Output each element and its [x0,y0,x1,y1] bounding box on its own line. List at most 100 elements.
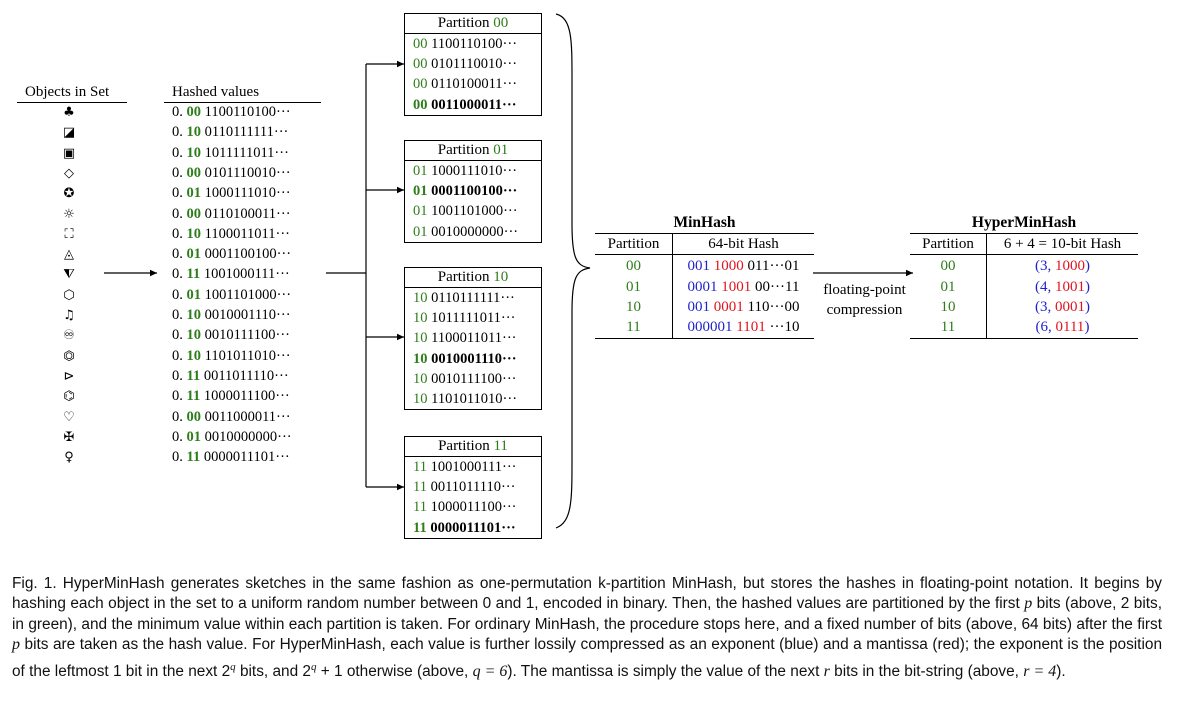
minhash-partition: 10 [595,297,673,318]
partition-min-row: 00 0011000011··· [405,95,541,115]
hashed-value-row: 0. 01 0001100100··· [172,246,291,262]
minhash-hash: 000001 1101 ···10 [673,318,815,338]
hashed-value-row: 0. 00 0011000011··· [172,409,291,425]
hyperminhash-col-hash: 6 + 4 = 10-bit Hash [1003,235,1122,252]
hyperminhash-table: Partition 6 + 4 = 10-bit Hash 00(3, 1000… [910,233,1138,339]
partition-value: 1100011011··· [431,330,517,347]
hyperminhash-partition: 10 [910,297,987,318]
hash-prefix: 0. [172,104,183,120]
hashed-value-row: 0. 00 0101110010··· [172,165,291,181]
connector-lines [104,13,913,529]
partition-bits: 00 [413,36,428,52]
diamond-outline-icon: ◇ [64,165,74,181]
double-hexagon-icon: ⌬ [63,389,75,405]
partition-title: Partition 00 [405,14,541,34]
partition-bits: 01 [186,286,202,303]
minhash-hash: 0001 1001 00···11 [673,278,815,298]
hash-prefix: 0. [172,205,183,222]
partition-bits: 01 [186,185,202,202]
partition-title-id: 00 [493,15,509,31]
partition-bits: 10 [186,144,202,161]
partition-value: 1011111011··· [431,310,516,327]
partition-title-id: 01 [493,142,509,158]
partition-bits: 10 [413,330,428,347]
hashed-value-row: 0. 01 1000111010··· [172,185,291,201]
hashed-value-row: 0. 11 0000011101··· [172,449,290,465]
hash-prefix: 0. [172,286,183,303]
partition-value: 1000011100··· [430,499,517,516]
hash-prefix: 0. [172,164,183,181]
hyperminhash-partition: 01 [910,277,987,298]
partition-value: 1101011010··· [431,391,518,408]
mantissa-bits: 1000 [713,257,744,274]
partition-bits: 01 [413,203,428,220]
minhash-col-hash: 64-bit Hash [708,235,779,252]
hash-prefix: 0. [172,124,183,141]
right-curly-brace [555,13,591,529]
exponent-value: 4 [1040,279,1048,296]
partition-bits: 01 [186,428,202,445]
hashed-value-row: 0. 10 0110111111··· [172,124,288,140]
partition-bits: 10 [413,350,428,367]
hyperminhash-partition: 11 [910,317,987,339]
hash-remainder: 0011011110··· [203,367,289,384]
remaining-bits: 00···11 [755,279,800,296]
hash-remainder: 1011111011··· [204,144,289,161]
partition-title-word: Partition [437,142,490,158]
hashed-value-row: 0. 10 0010111100··· [172,327,290,343]
hashed-value-row: 0. 11 1001000111··· [172,266,290,282]
minhash-title: MinHash [673,214,736,231]
hash-prefix: 0. [172,449,183,466]
hyperminhash-row: 01(4, 1001) [910,277,1138,298]
partition-title-word: Partition [438,438,490,454]
square-in-square-icon: ▣ [62,145,76,161]
hash-prefix: 0. [172,307,183,323]
partition-row: 00 0101110010··· [405,54,541,74]
partition-value: 0010111100··· [431,370,517,387]
exponent-value: 3 [1040,257,1048,274]
partition-value: 0110111111··· [431,290,515,306]
hash-remainder: 0010000000··· [204,428,292,445]
figure-caption: Fig. 1. HyperMinHash generates sketches … [12,575,1162,680]
partition-row: 11 1000011100··· [405,497,541,517]
hash-prefix: 0. [172,347,183,364]
partition-bits: 00 [413,56,428,73]
partition-bits: 00 [186,408,202,425]
mantissa-bits: 1101 [736,319,766,336]
hash-remainder: 0110100011··· [204,205,291,222]
partition-bits: 11 [413,519,427,536]
exponent-bits: 0001 [687,279,718,296]
partition-bits: 10 [413,391,428,408]
exponent-value: 6 [1040,319,1049,336]
partition-bits: 00 [186,164,202,181]
half-filled-square-icon: ◪ [62,125,76,141]
hash-prefix: 0. [172,246,183,263]
partition-bits: 11 [186,266,201,283]
sun-icon: ☼ [63,206,75,222]
hyperminhash-row: 11(6, 0111) [910,317,1138,339]
remaining-bits: 011···01 [747,257,800,274]
partition-bits: 01 [413,183,428,200]
mantissa-bits: 0001 [713,299,744,316]
partition-bits: 11 [186,367,201,384]
partition-bits: 10 [186,307,202,323]
hyperminhash-col-partition: Partition [910,233,987,255]
hash-prefix: 0. [172,225,183,242]
hash-prefix: 0. [172,428,183,445]
partition-bits: 11 [186,388,201,405]
partition-value: 0010000000··· [431,223,519,240]
hexagon-icon: ⬡ [63,287,75,303]
hash-remainder: 0110111111··· [204,124,289,141]
infinity-in-circle-icon: ♾ [63,328,75,344]
partition-value: 1100110100··· [431,36,518,52]
hash-prefix: 0. [172,144,183,161]
club-icon: ♣ [63,105,75,120]
partition-bits: 10 [186,124,202,141]
compression-label-line2: compression [826,302,903,318]
